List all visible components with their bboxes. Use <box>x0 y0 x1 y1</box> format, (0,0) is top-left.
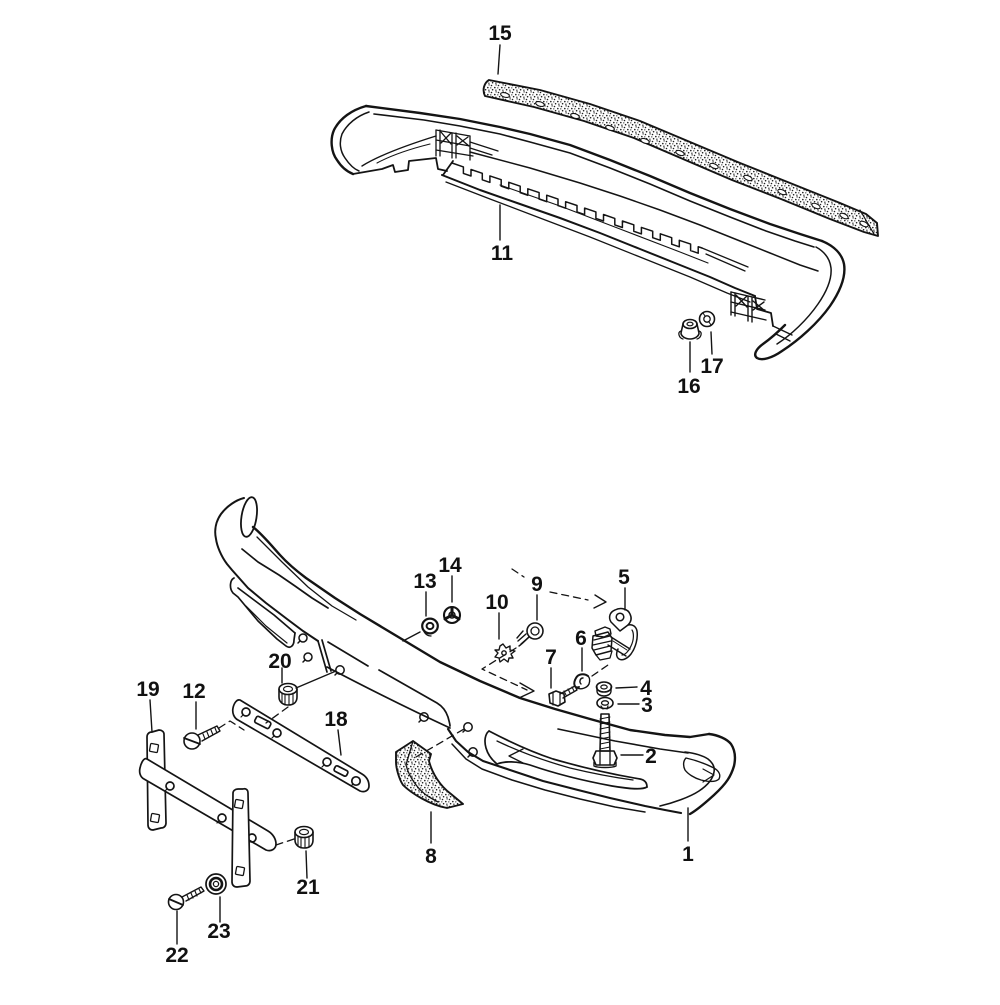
svg-text:22: 22 <box>165 944 188 967</box>
svg-text:4: 4 <box>640 677 652 700</box>
svg-text:7: 7 <box>545 646 557 669</box>
svg-text:1: 1 <box>682 843 694 866</box>
svg-text:20: 20 <box>268 650 291 673</box>
svg-text:17: 17 <box>700 355 723 378</box>
svg-text:11: 11 <box>491 242 514 265</box>
svg-text:2: 2 <box>645 745 657 768</box>
svg-text:23: 23 <box>207 920 230 943</box>
svg-text:9: 9 <box>531 573 543 596</box>
svg-text:16: 16 <box>677 375 700 398</box>
svg-text:14: 14 <box>438 554 462 577</box>
svg-text:12: 12 <box>182 680 205 703</box>
svg-text:8: 8 <box>425 845 437 868</box>
svg-text:21: 21 <box>296 876 320 899</box>
svg-text:18: 18 <box>324 708 348 731</box>
svg-text:19: 19 <box>136 678 159 701</box>
svg-text:3: 3 <box>641 694 653 717</box>
svg-text:13: 13 <box>413 570 436 593</box>
svg-text:15: 15 <box>488 22 512 45</box>
svg-text:5: 5 <box>618 566 630 589</box>
svg-text:6: 6 <box>575 627 587 650</box>
svg-text:10: 10 <box>485 591 508 614</box>
